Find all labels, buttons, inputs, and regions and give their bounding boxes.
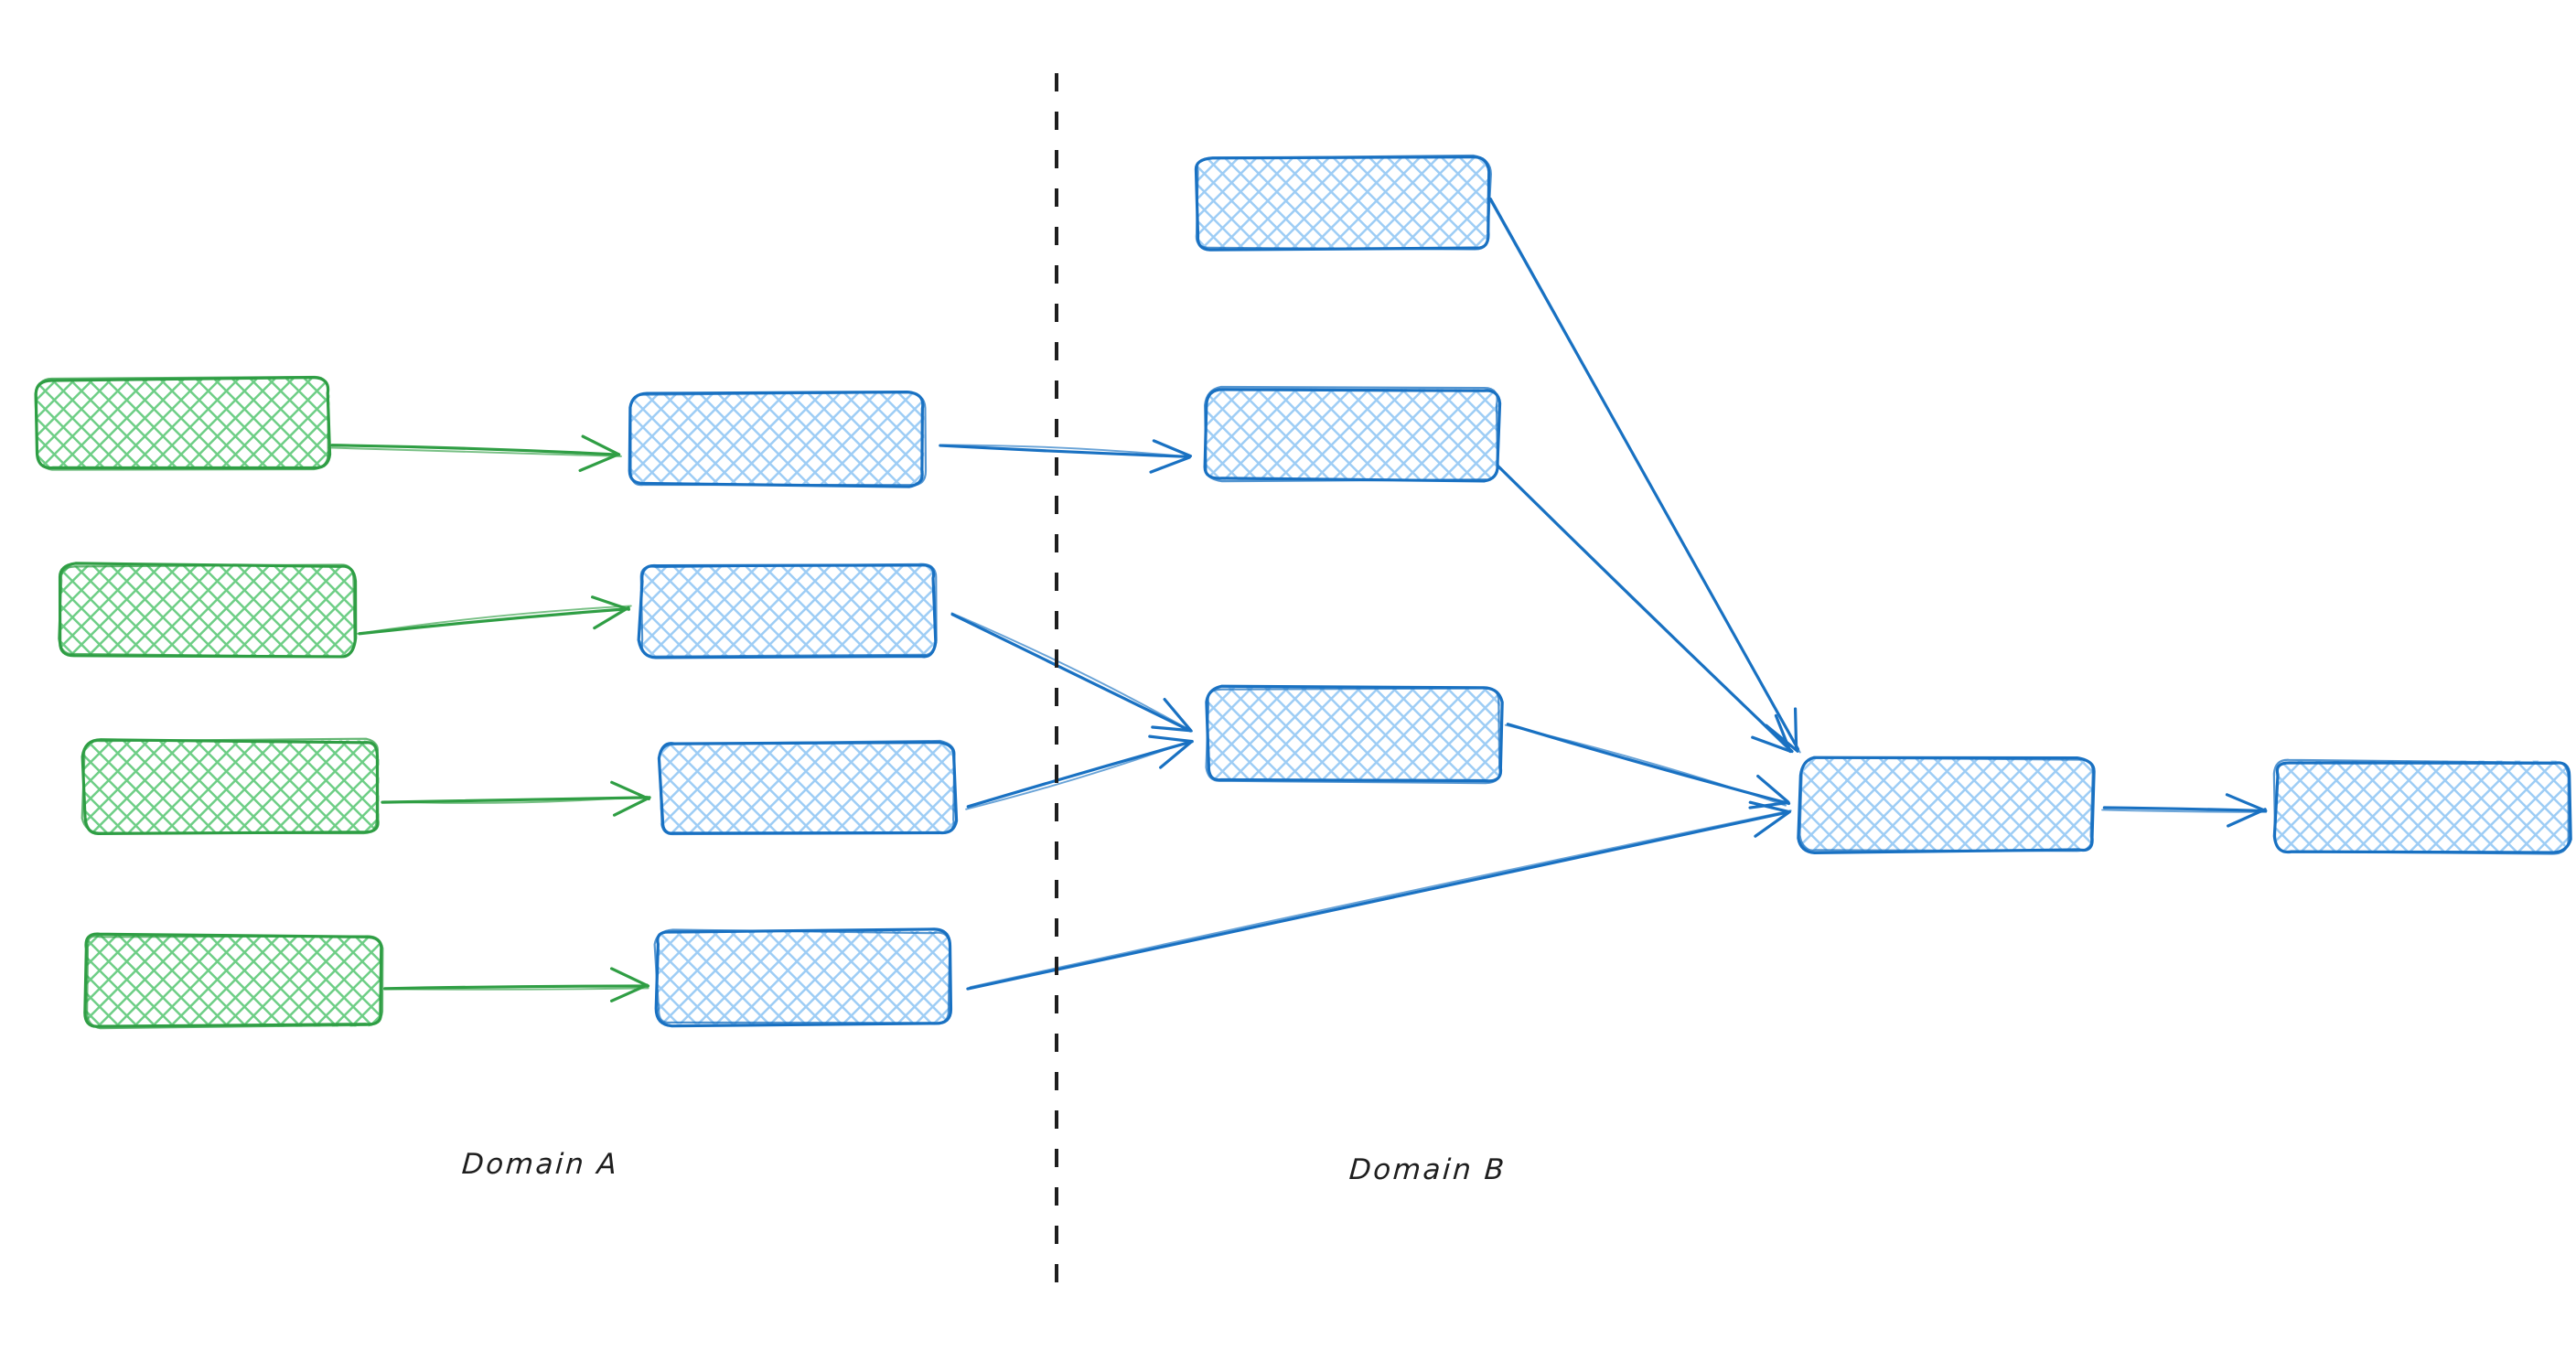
edge-e-b1-c1[interactable] xyxy=(1488,197,1801,754)
edge-line xyxy=(950,612,1193,733)
arrowhead xyxy=(578,434,621,473)
node-fill xyxy=(85,935,381,1027)
edge-e-m3-b3[interactable] xyxy=(965,734,1194,810)
edge-e-b2-c1[interactable] xyxy=(1496,464,1794,754)
node-fill xyxy=(639,564,936,658)
edge-line xyxy=(383,984,649,991)
edge-e-m2-b3[interactable] xyxy=(950,612,1193,733)
arrowhead xyxy=(1748,774,1790,809)
node-outline xyxy=(2272,758,2570,855)
arrowhead xyxy=(610,780,651,817)
edge-line xyxy=(939,444,1191,458)
edge-line xyxy=(383,987,649,991)
edge-line xyxy=(358,607,630,636)
node-a4[interactable] xyxy=(83,932,384,1030)
edge-line xyxy=(1489,200,1801,754)
edge-layer xyxy=(327,197,2268,1002)
edge-line xyxy=(966,810,1789,991)
node-m1[interactable] xyxy=(628,391,928,488)
node-m2[interactable] xyxy=(637,563,938,659)
node-outline xyxy=(637,563,938,659)
arrowhead xyxy=(591,595,631,630)
node-outline xyxy=(1798,756,2094,852)
node-fill xyxy=(1799,758,2094,852)
node-m3[interactable] xyxy=(657,739,959,836)
edge-e-m4-c1[interactable] xyxy=(966,800,1792,991)
edge-e-m1-b2[interactable] xyxy=(939,439,1193,474)
edge-e-c1-d1[interactable] xyxy=(2101,793,2268,828)
edge-e-a3-m3[interactable] xyxy=(381,780,651,817)
node-d1[interactable] xyxy=(2272,758,2572,855)
edge-line xyxy=(941,444,1191,458)
edge-e-b3-c1[interactable] xyxy=(1504,723,1791,809)
node-a2[interactable] xyxy=(58,562,358,659)
edge-e-a4-m4[interactable] xyxy=(383,967,650,1002)
arrowhead xyxy=(1751,713,1793,754)
node-outline xyxy=(658,739,956,836)
arrowhead xyxy=(1149,439,1193,474)
node-outline xyxy=(1203,385,1499,483)
node-outline xyxy=(34,375,329,471)
node-c1[interactable] xyxy=(1797,756,2096,854)
node-a3[interactable] xyxy=(80,737,380,835)
node-b3[interactable] xyxy=(1205,684,1504,785)
node-fill xyxy=(2275,760,2570,853)
node-outline xyxy=(639,563,938,659)
domain-a-label: Domain A xyxy=(460,1148,620,1181)
edge-line xyxy=(356,605,632,635)
node-outline xyxy=(80,737,379,835)
arrowhead xyxy=(2225,793,2267,828)
node-a1[interactable] xyxy=(34,375,332,471)
edge-line xyxy=(1504,724,1787,807)
node-fill xyxy=(630,393,925,486)
edge-line xyxy=(327,446,622,457)
edge-line xyxy=(965,739,1192,810)
arrowhead xyxy=(1151,698,1193,733)
edge-line xyxy=(330,444,619,456)
node-b1[interactable] xyxy=(1194,154,1492,252)
node-fill xyxy=(660,742,956,835)
node-layer xyxy=(34,154,2572,1030)
node-fill xyxy=(1197,156,1490,250)
node-outline xyxy=(629,391,928,487)
node-fill xyxy=(83,740,380,833)
edge-line xyxy=(2101,809,2267,813)
node-b2[interactable] xyxy=(1203,385,1502,483)
edge-line xyxy=(1496,464,1790,751)
arrowhead xyxy=(1148,734,1194,769)
node-outline xyxy=(2272,761,2572,854)
edge-line xyxy=(969,809,1792,989)
node-fill xyxy=(1207,687,1500,782)
node-fill xyxy=(59,564,356,656)
arrowhead xyxy=(609,967,650,1002)
node-m4[interactable] xyxy=(653,927,953,1028)
domain-b-label: Domain B xyxy=(1347,1153,1508,1186)
node-outline xyxy=(653,928,951,1024)
node-outline xyxy=(86,935,384,1030)
node-outline xyxy=(58,563,356,659)
edge-e-a1-m1[interactable] xyxy=(327,434,622,473)
edge-line xyxy=(2102,806,2268,813)
edge-e-a2-m2[interactable] xyxy=(356,595,632,636)
node-outline xyxy=(1195,154,1492,251)
node-fill xyxy=(1205,388,1499,481)
edge-line xyxy=(950,613,1192,733)
edge-line xyxy=(382,795,649,804)
node-fill xyxy=(657,930,950,1025)
arrowhead xyxy=(1748,800,1792,838)
node-outline xyxy=(1205,687,1501,785)
node-fill xyxy=(36,378,330,469)
